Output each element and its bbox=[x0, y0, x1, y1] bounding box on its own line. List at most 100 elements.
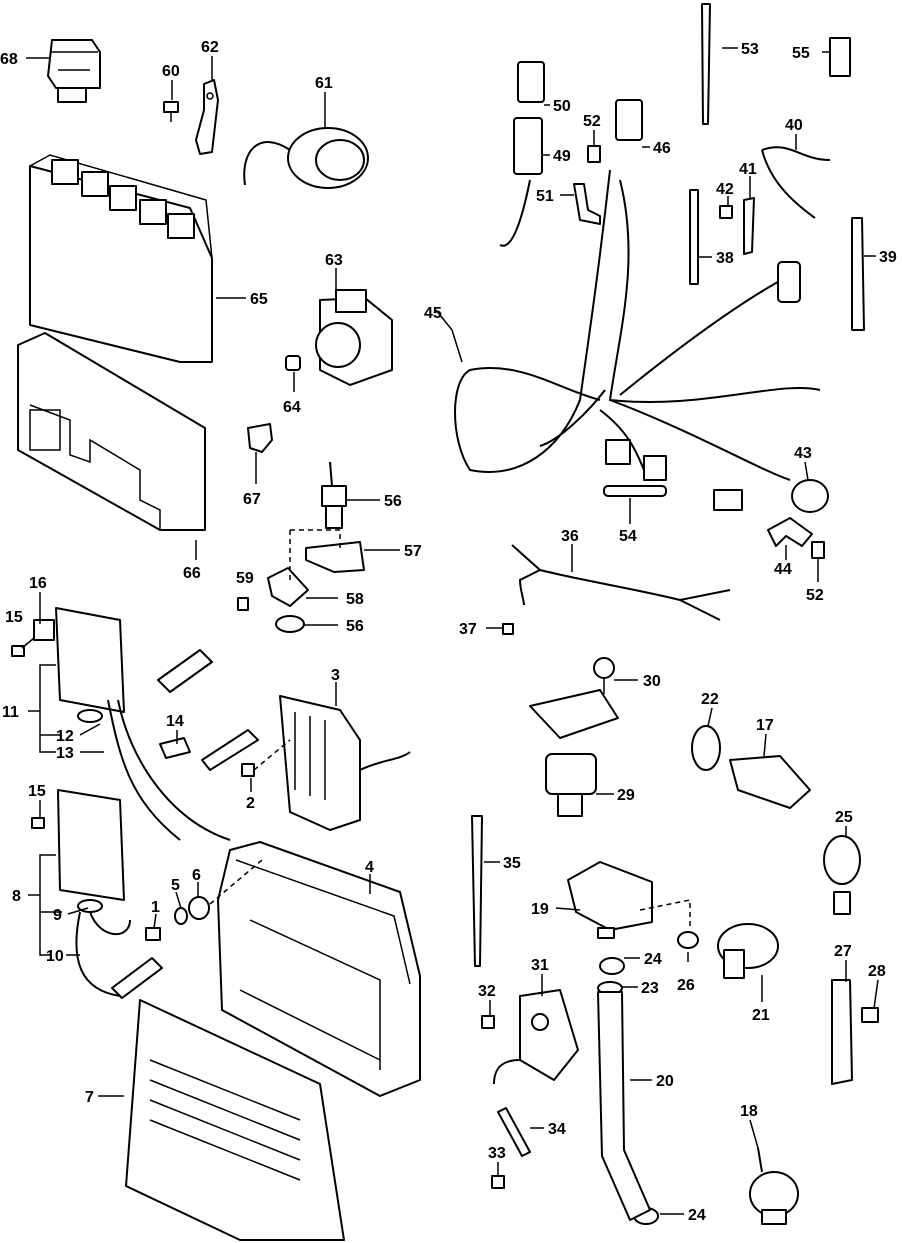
callout-39: 39 bbox=[879, 249, 897, 266]
callout-68: 68 bbox=[0, 51, 18, 68]
callout-32: 32 bbox=[478, 983, 496, 1000]
callout-15-bottom: 15 bbox=[28, 783, 46, 800]
callout-33: 33 bbox=[488, 1145, 506, 1162]
part-36-cable bbox=[511, 544, 731, 621]
part-3-ignitor bbox=[279, 695, 411, 831]
callout-18: 18 bbox=[740, 1103, 758, 1120]
callout-53: 53 bbox=[741, 41, 759, 58]
part-57-plate bbox=[305, 541, 365, 573]
callout-40: 40 bbox=[785, 117, 803, 134]
callout-22: 22 bbox=[701, 691, 719, 708]
callout-65: 65 bbox=[250, 291, 268, 308]
leader-lines bbox=[21, 47, 879, 1215]
callout-36: 36 bbox=[561, 528, 579, 545]
part-2-bolt bbox=[241, 763, 255, 777]
part-68-switch bbox=[47, 39, 101, 103]
callout-37: 37 bbox=[459, 621, 477, 638]
callout-labels: 68 60 62 61 65 66 63 64 67 56 57 59 58 5… bbox=[0, 39, 897, 1224]
callout-17: 17 bbox=[756, 717, 774, 734]
callout-13: 13 bbox=[56, 745, 74, 762]
callout-26: 26 bbox=[677, 977, 695, 994]
callout-43: 43 bbox=[794, 445, 812, 462]
part-66-tray bbox=[17, 332, 206, 531]
callout-51: 51 bbox=[536, 188, 554, 205]
part-14-clip bbox=[159, 737, 191, 759]
part-45-wire-harness bbox=[454, 169, 821, 511]
part-51-bracket bbox=[573, 183, 601, 225]
callout-21: 21 bbox=[752, 1007, 770, 1024]
callout-25: 25 bbox=[835, 809, 853, 826]
part-17-switch bbox=[729, 755, 811, 809]
callout-34: 34 bbox=[548, 1121, 566, 1138]
callout-31: 31 bbox=[531, 957, 549, 974]
part-15-bolt-top bbox=[11, 645, 25, 657]
callout-28: 28 bbox=[868, 963, 886, 980]
part-39-clip bbox=[851, 217, 865, 331]
part-42-bolt bbox=[719, 205, 733, 219]
part-33-bolt bbox=[491, 1175, 505, 1189]
callout-35: 35 bbox=[503, 855, 521, 872]
part-27-bracket bbox=[831, 979, 853, 1085]
part-35-strap bbox=[471, 815, 483, 967]
part-7-cover bbox=[125, 999, 345, 1241]
callout-60: 60 bbox=[162, 63, 180, 80]
callout-19: 19 bbox=[531, 901, 549, 918]
callout-64: 64 bbox=[283, 399, 301, 416]
callout-10: 10 bbox=[46, 948, 64, 965]
part-56-nut bbox=[275, 615, 305, 633]
part-56-sensor bbox=[321, 461, 347, 529]
part-29-plate bbox=[529, 689, 619, 739]
part-30-screw bbox=[593, 657, 615, 694]
callout-16: 16 bbox=[29, 575, 47, 592]
callout-45: 45 bbox=[424, 305, 442, 322]
part-8-ignition-coil-lower bbox=[57, 789, 163, 999]
part-50-connector bbox=[517, 61, 545, 103]
part-43-cap bbox=[791, 479, 829, 513]
callout-24-top: 24 bbox=[644, 951, 662, 968]
part-59-bolt bbox=[237, 597, 249, 611]
part-53-strap bbox=[701, 3, 711, 125]
callout-63: 63 bbox=[325, 252, 343, 269]
part-1-bolt bbox=[145, 927, 161, 941]
part-67-clip bbox=[247, 423, 273, 453]
part-61-gauge bbox=[243, 127, 369, 189]
callout-1: 1 bbox=[151, 899, 160, 916]
callout-5: 5 bbox=[171, 877, 180, 894]
part-26-cap bbox=[677, 931, 699, 949]
part-16-clamp bbox=[33, 619, 55, 641]
callout-29: 29 bbox=[617, 787, 635, 804]
part-25-eye bbox=[823, 835, 861, 915]
callout-44: 44 bbox=[774, 561, 792, 578]
callout-11: 11 bbox=[2, 704, 19, 721]
callout-14: 14 bbox=[166, 713, 184, 730]
callout-30: 30 bbox=[643, 673, 661, 690]
part-15-bolt-bottom bbox=[31, 817, 45, 829]
part-63-connector bbox=[315, 289, 393, 386]
callout-15-top: 15 bbox=[5, 609, 23, 626]
callout-12: 12 bbox=[56, 728, 74, 745]
part-18-sensor bbox=[749, 1147, 799, 1225]
part-52-bolt bbox=[587, 145, 601, 163]
part-5-washer bbox=[174, 907, 188, 925]
part-24-clamp-upper bbox=[599, 957, 625, 975]
part-38-clip bbox=[689, 189, 699, 285]
part-40-ground-lead bbox=[761, 146, 831, 219]
callout-56-top: 56 bbox=[384, 493, 402, 510]
part-65-control-unit bbox=[29, 154, 213, 363]
callout-23: 23 bbox=[641, 980, 659, 997]
callout-50: 50 bbox=[553, 98, 571, 115]
part-21-pressure-switch bbox=[717, 923, 779, 979]
callout-52-bottom: 52 bbox=[806, 587, 824, 604]
callout-54: 54 bbox=[619, 528, 637, 545]
callout-3: 3 bbox=[331, 667, 340, 684]
callout-27: 27 bbox=[834, 943, 852, 960]
callout-46: 46 bbox=[653, 140, 671, 157]
part-62-bracket bbox=[195, 79, 219, 155]
callout-9: 9 bbox=[53, 907, 62, 924]
part-19-solenoid bbox=[567, 861, 653, 939]
callout-41: 41 bbox=[739, 161, 757, 178]
part-60-bolt bbox=[163, 101, 179, 122]
part-41-clip bbox=[743, 197, 755, 255]
callout-6: 6 bbox=[192, 867, 201, 884]
